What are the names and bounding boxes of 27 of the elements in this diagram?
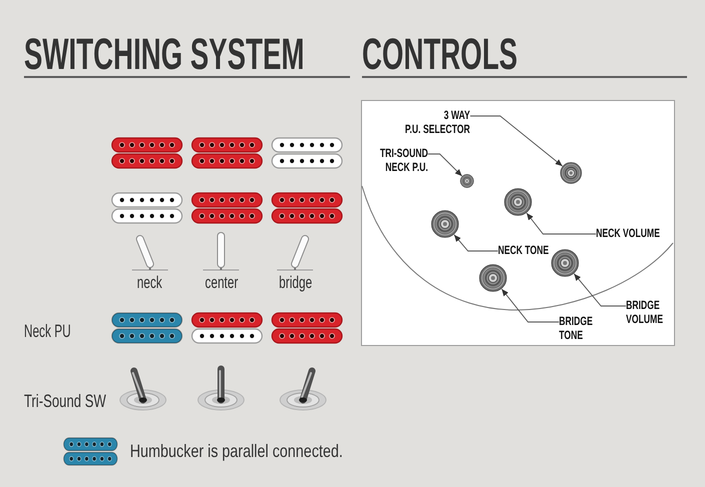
leader-line [427, 154, 462, 177]
knob-icon [504, 188, 532, 216]
switch-position-label: neck [137, 274, 163, 291]
row-label: Neck PU [24, 322, 71, 340]
knob-icon [460, 174, 474, 188]
callout-label: NECK TONE [498, 244, 549, 258]
knob-icon [431, 210, 459, 238]
callout-label: 3 WAY P.U. SELECTOR [405, 109, 470, 137]
leader-line [501, 288, 560, 322]
leader-line [574, 273, 626, 306]
switch-position-label: center [204, 274, 238, 291]
switch-position-label: bridge [278, 274, 312, 291]
knob-icon [560, 162, 582, 184]
section-heading: SWITCHING SYSTEM [24, 37, 304, 73]
leader-line [470, 116, 563, 167]
section-heading: CONTROLS [362, 37, 518, 73]
callout-label: NECK VOLUME [596, 227, 660, 241]
legend-label: Humbucker is parallel connected. [130, 442, 343, 460]
callout-label: TRI-SOUND NECK P.U. [380, 147, 428, 175]
leader-line [454, 234, 498, 252]
controls-panel [361, 100, 675, 346]
row-label: Tri-Sound SW [24, 392, 106, 410]
knob-icon [551, 249, 579, 277]
knob-icon [479, 264, 507, 292]
leader-line [526, 212, 596, 234]
callout-label: BRIDGE TONE [559, 315, 593, 343]
callout-label: BRIDGE VOLUME [626, 299, 663, 327]
